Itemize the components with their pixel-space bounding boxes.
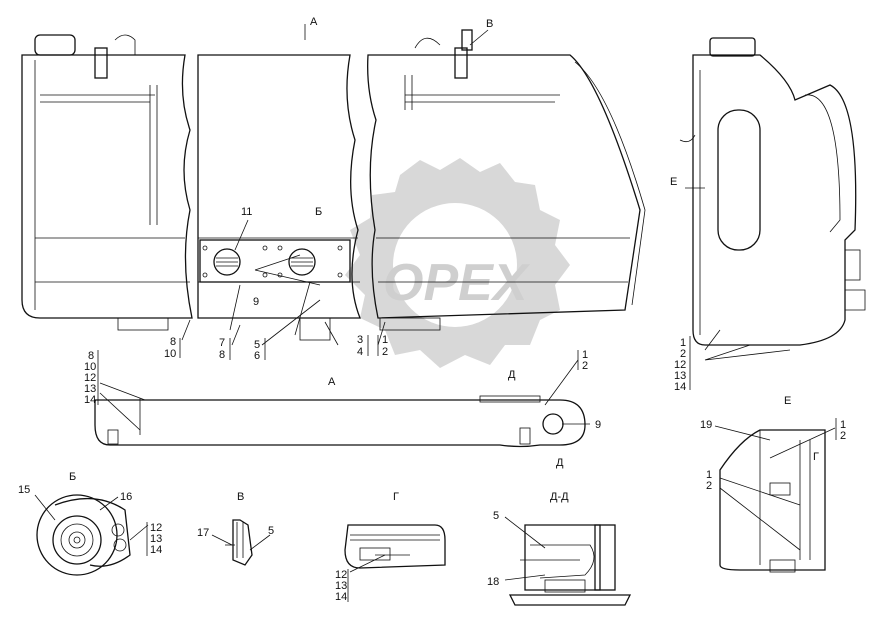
view-arrow-d-top: Д xyxy=(508,369,516,381)
view-arrow-d-bottom: Д xyxy=(556,457,564,469)
callout-stack-a-4: 14 xyxy=(84,394,96,406)
callout-2: 2 xyxy=(840,430,846,442)
view-v xyxy=(225,519,253,566)
callout-stack-b-1: 13 xyxy=(150,533,162,545)
callout-9: 9 xyxy=(595,419,601,431)
section-mark-b: Б xyxy=(315,206,322,218)
callout-stack-a-1: 10 xyxy=(84,361,96,373)
callout-19: 19 xyxy=(700,419,712,431)
callout-2: 2 xyxy=(706,480,712,492)
callout-stack-g-1: 13 xyxy=(335,580,347,592)
leader-lines xyxy=(34,24,836,581)
callout-1: 1 xyxy=(840,419,846,431)
callout-5: 5 xyxy=(493,510,499,522)
labels: А В Е Д Д Г Б А Е Б В Г Д-Д 11 9 8 10 7 … xyxy=(18,16,846,603)
callout-18: 18 xyxy=(487,576,499,588)
view-a xyxy=(94,395,586,448)
view-title-b: Б xyxy=(69,471,76,483)
view-title-dd: Д-Д xyxy=(550,491,569,503)
callout-3: 3 xyxy=(357,334,363,346)
callout-8: 8 xyxy=(219,349,225,361)
view-dd xyxy=(508,524,632,606)
view-arrow-g: Г xyxy=(813,451,819,463)
view-arrow-e: Е xyxy=(670,176,677,188)
callout-stack-a-3: 13 xyxy=(84,383,96,395)
callout-1: 1 xyxy=(582,349,588,361)
callout-10: 10 xyxy=(164,348,176,360)
view-e-detail xyxy=(719,429,826,573)
watermark-text: OPEX xyxy=(383,254,531,312)
callout-9: 9 xyxy=(253,296,259,308)
callout-stack-e-0: 1 xyxy=(680,337,686,349)
callout-stack-b-0: 12 xyxy=(150,522,162,534)
callout-1: 1 xyxy=(706,469,712,481)
side-view-e xyxy=(679,37,866,346)
callout-stack-g-2: 14 xyxy=(335,591,347,603)
tank-side-view xyxy=(21,29,646,341)
callout-stack-a-0: 8 xyxy=(88,350,94,362)
callout-bars xyxy=(97,335,837,602)
callout-6: 6 xyxy=(254,350,260,362)
callout-7: 7 xyxy=(219,337,225,349)
callout-stack-g-0: 12 xyxy=(335,569,347,581)
callout-4: 4 xyxy=(357,346,363,358)
callout-8: 8 xyxy=(170,336,176,348)
callout-11: 11 xyxy=(241,206,252,218)
callout-2: 2 xyxy=(582,360,588,372)
callout-5: 5 xyxy=(268,525,274,537)
callout-stack-b-2: 14 xyxy=(150,544,162,556)
view-title-g: Г xyxy=(393,491,399,503)
callout-5: 5 xyxy=(254,339,260,351)
view-title-v: В xyxy=(237,491,244,503)
callout-stack-e-2: 12 xyxy=(674,359,686,371)
callout-1: 1 xyxy=(382,334,388,346)
view-arrow-a: А xyxy=(310,16,318,28)
view-b xyxy=(36,494,131,576)
view-title-e: Е xyxy=(784,395,791,407)
watermark-logo: OPEX xyxy=(345,158,570,368)
callout-stack-e-4: 14 xyxy=(674,381,686,393)
view-title-a: А xyxy=(328,376,336,388)
callout-15: 15 xyxy=(18,484,30,496)
view-g xyxy=(344,524,446,569)
callout-stack-e-1: 2 xyxy=(680,348,686,360)
callout-stack-a-2: 12 xyxy=(84,372,96,384)
callout-16: 16 xyxy=(120,491,132,503)
callout-2: 2 xyxy=(382,346,388,358)
callout-stack-e-3: 13 xyxy=(674,370,686,382)
callout-17: 17 xyxy=(197,527,209,539)
view-arrow-v: В xyxy=(486,18,493,30)
